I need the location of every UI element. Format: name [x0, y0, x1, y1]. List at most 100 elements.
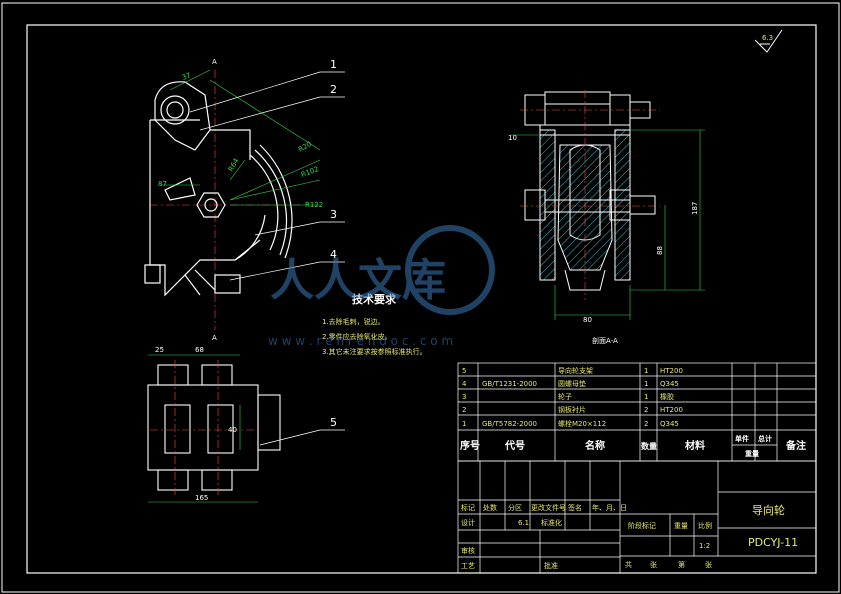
dim-165: 165	[195, 494, 208, 502]
bom-row-4-no: 4	[462, 380, 467, 388]
watermark-url: w w w . r e n r e n d o c . c o m	[268, 334, 453, 348]
mark-label-4: 更改文件号	[531, 503, 566, 512]
bom-row-1-no: 1	[462, 420, 466, 428]
inner-frame	[26, 24, 817, 574]
watermark-text: 人人文库	[270, 255, 446, 306]
bom-header-no: 序号	[460, 439, 480, 452]
tech-item-2: 2.零件应去除氧化皮。	[322, 332, 392, 341]
tech-item-1: 1.去除毛刺，锐边。	[322, 317, 385, 326]
bom-row-3-qty: 1	[644, 393, 648, 401]
dim-r102: R102	[300, 165, 320, 179]
design-value: 6.1	[518, 519, 529, 527]
dim-88: 88	[656, 246, 664, 255]
dim-40: 40	[228, 426, 237, 434]
weight-label: 重量	[674, 522, 688, 530]
scale-value: 1:2	[699, 542, 710, 550]
surface-finish-value: 6.3	[762, 34, 773, 42]
design-label: 设计	[461, 518, 475, 527]
bom-row-2-mat: HT200	[660, 406, 683, 414]
callout-numbers: 1 2 3 4 5	[330, 58, 337, 429]
tech-requirements: 技术要求 1.去除毛刺，锐边。 2.零件应去除氧化皮。 3.其它未注要求按参照标…	[322, 292, 427, 356]
section-dim-texts: 80 187 88 10 剖面A-A	[508, 134, 699, 345]
section-view	[510, 90, 705, 320]
section-label: 剖面A-A	[592, 336, 618, 345]
approve-label: 批准	[544, 561, 558, 570]
bom-row-1-mat: Q345	[660, 420, 679, 428]
bom-row-5-no: 5	[462, 367, 466, 375]
view-label-top: A	[212, 58, 217, 66]
mark-label-6: 年、月、日	[592, 503, 627, 512]
process-label: 工艺	[461, 562, 475, 570]
bom-row-3-name: 轮子	[558, 392, 572, 401]
bom-header-remark: 备注	[785, 439, 806, 452]
sheet-no-label: 第	[678, 560, 685, 569]
dim-87: 87	[158, 180, 167, 188]
mark-label-1: 标记	[461, 503, 475, 512]
bom-row-2-qty: 2	[644, 406, 648, 414]
dim-37: 37	[181, 71, 192, 82]
bom-headers: 序号 代号 名称 数量 材料 单件 总计 重量 备注	[460, 434, 806, 458]
front-dimensions	[160, 69, 321, 206]
callout-1: 1	[330, 58, 337, 71]
bom-row-5-name: 导向轮支架	[558, 366, 593, 375]
sheet-label-2: 张	[705, 560, 712, 569]
bom-row-3-mat: 橡胶	[660, 392, 674, 401]
part-name: 导向轮	[752, 503, 785, 517]
drawing-number: PDCYJ-11	[748, 536, 798, 549]
tech-title: 技术要求	[352, 292, 397, 306]
view-label-bottom: A	[212, 334, 217, 342]
bom-header-mat: 材料	[685, 439, 705, 452]
mark-label-5: 签名	[568, 503, 582, 512]
bom-header-single: 单件	[735, 434, 749, 443]
callout-leaders	[189, 71, 345, 446]
bom-row-5-qty: 1	[644, 367, 648, 375]
bom-row-1-code: GB/T5782-2000	[482, 420, 537, 428]
bom-header-weight: 重量	[745, 449, 759, 458]
dim-r64: R64	[227, 157, 241, 173]
stage-mark-label: 阶段标记	[628, 521, 656, 530]
front-view	[144, 70, 300, 330]
bom-row-3-no: 3	[462, 393, 466, 401]
dim-80: 80	[583, 316, 592, 324]
dim-68: 68	[195, 346, 204, 354]
sheet-total-label: 共	[625, 560, 632, 569]
standardization-label: 标准化	[541, 518, 562, 527]
check-label: 审核	[461, 546, 475, 555]
bottom-dim-texts: 25 68 165 40	[155, 346, 237, 502]
bom-row-1-name: 螺栓M20×112	[558, 419, 606, 428]
dim-187: 187	[691, 202, 699, 215]
bom-row-1-qty: 2	[644, 420, 648, 428]
bottom-view	[147, 360, 281, 495]
bom-row-2-name: 钢板衬片	[558, 405, 586, 414]
callout-4: 4	[330, 248, 337, 261]
bom-header-total: 总计	[758, 434, 772, 443]
bom-row-4-code: GB/T1231-2000	[482, 380, 537, 388]
bom-header-name: 名称	[585, 439, 605, 452]
bom-row-2-no: 2	[462, 406, 466, 414]
tech-item-3: 3.其它未注要求按参照标准执行。	[322, 347, 427, 356]
callout-2: 2	[330, 83, 337, 96]
bottom-dims	[148, 354, 258, 503]
callout-3: 3	[330, 208, 337, 221]
mark-label-3: 分区	[508, 503, 522, 512]
ratio-label: 比例	[698, 521, 712, 530]
title-block	[457, 460, 817, 574]
dim-25: 25	[155, 346, 164, 354]
bom-header-code: 代号	[504, 439, 525, 452]
mark-label-2: 处数	[483, 503, 497, 512]
bom-row-4-name: 圆螺母垫	[558, 379, 586, 388]
sheet-label-1: 张	[650, 560, 657, 569]
dim-r20: R20	[297, 140, 313, 154]
bom-row-5-mat: HT200	[660, 367, 683, 375]
callout-5: 5	[330, 416, 337, 429]
surface-finish-symbol: 6.3	[754, 29, 783, 53]
bom-row-4-qty: 1	[644, 380, 648, 388]
title-block-texts: 标记 处数 分区 更改文件号 签名 年、月、日 设计 6.1 标准化 审核 工艺…	[461, 503, 798, 570]
dim-10: 10	[508, 134, 517, 142]
bom-rows: 5 导向轮支架 1 HT200 4 GB/T1231-2000 圆螺母垫 1 Q…	[462, 366, 683, 428]
bom-header-qty: 数量	[641, 441, 657, 451]
bom-table	[457, 362, 817, 462]
